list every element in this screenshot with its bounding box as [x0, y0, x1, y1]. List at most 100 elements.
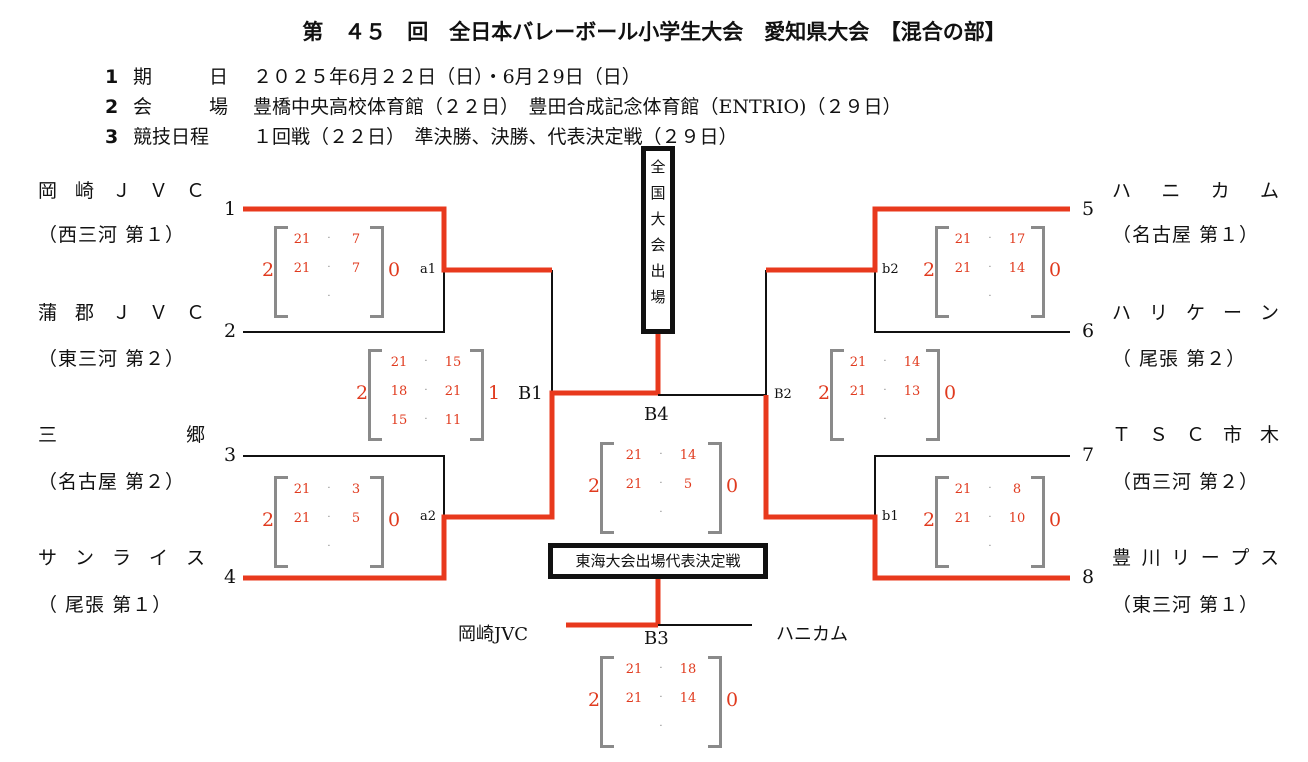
set-separator: · [988, 291, 992, 302]
set-separator: · [659, 663, 663, 674]
match-label-b2: b2 [882, 262, 899, 277]
set-score-right: 10 [1008, 511, 1026, 526]
page-title: 第 ４５ 回 全日本バレーボール小学生大会 愛知県大会 【混合の部】 [302, 20, 1006, 44]
set-score-left: 21 [625, 477, 643, 492]
sets-won-left: 2 [588, 475, 601, 497]
score-bracket-left [274, 226, 288, 318]
win-path-team1 [243, 206, 552, 273]
set-separator: · [659, 449, 663, 460]
team-name: 三郷 [38, 420, 206, 447]
set-separator: · [659, 692, 663, 703]
b3-right-team: ハニカム [776, 624, 848, 645]
match-label-B2: B2 [774, 387, 792, 402]
set-separator: · [327, 483, 331, 494]
score-bracket-right [1031, 226, 1045, 318]
set-score-right: 14 [679, 448, 697, 463]
team-3-name: 三郷 [38, 424, 206, 446]
sets-won-right: 1 [488, 382, 501, 404]
info-key: 期 日 [133, 66, 229, 88]
sets-won-left: 2 [923, 509, 936, 531]
set-separator: · [659, 721, 663, 732]
team-name: 豊川リープス [1112, 543, 1280, 570]
set-separator: · [883, 385, 887, 396]
team-region: （ 尾張 第１） [38, 594, 173, 616]
seed-6: 6 [1082, 320, 1095, 342]
set-score-left: 21 [625, 662, 643, 677]
set-score-left: 18 [390, 384, 408, 399]
win-path-team8 [763, 395, 1070, 581]
team-6-name: ハリケーン [1112, 302, 1280, 324]
score-bracket-right [708, 442, 722, 534]
line-team3 [243, 455, 445, 517]
seed-4: 4 [224, 566, 237, 588]
set-score-left: 21 [625, 448, 643, 463]
info-value: １回戦（２２日） 準決勝、決勝、代表決定戦（２９日） [253, 126, 738, 148]
seed-1: 1 [224, 198, 237, 220]
line-team7 [874, 455, 1070, 517]
set-score-right: 5 [683, 477, 693, 492]
score-bracket-left [274, 476, 288, 568]
seed-5: 5 [1082, 198, 1095, 220]
set-separator: · [424, 414, 428, 425]
team-region: （名古屋 第１） [1112, 224, 1260, 246]
team-name: サンライス [38, 543, 206, 570]
set-score-left: 21 [293, 261, 311, 276]
set-score-right: 5 [351, 511, 361, 526]
set-score-right: 7 [351, 261, 361, 276]
match-label-b1: b1 [882, 509, 899, 524]
set-score-left: 21 [390, 355, 408, 370]
set-score-left: 21 [625, 691, 643, 706]
team-8-name: 豊川リープス [1112, 547, 1280, 569]
match-label-a1: a1 [420, 262, 437, 277]
info-num: 2 [105, 96, 119, 118]
set-score-right: 14 [1008, 261, 1026, 276]
sets-won-left: 2 [262, 259, 275, 281]
set-separator: · [327, 233, 331, 244]
sets-won-left: 2 [356, 382, 369, 404]
match-label-B4: B4 [644, 404, 669, 425]
set-separator: · [988, 512, 992, 523]
set-separator: · [988, 233, 992, 244]
seed-7: 7 [1082, 444, 1095, 466]
score-bracket-left [830, 349, 844, 441]
set-separator: · [327, 541, 331, 552]
set-separator: · [327, 262, 331, 273]
match-label-a2: a2 [420, 509, 437, 524]
set-separator: · [659, 478, 663, 489]
set-separator: · [988, 541, 992, 552]
set-score-right: 17 [1008, 232, 1026, 247]
score-bracket-right [370, 476, 384, 568]
national-qualifier-label: 全国大会出場 [650, 158, 666, 306]
set-score-left: 21 [293, 232, 311, 247]
sets-won-left: 2 [262, 509, 275, 531]
sets-won-right: 0 [1049, 259, 1062, 281]
set-score-left: 21 [293, 482, 311, 497]
score-bracket-left [600, 656, 614, 748]
team-name: ハニカム [1112, 176, 1280, 203]
set-separator: · [988, 483, 992, 494]
sets-won-left: 2 [588, 689, 601, 711]
score-bracket-right [470, 349, 484, 441]
set-separator: · [988, 262, 992, 273]
set-score-left: 21 [954, 232, 972, 247]
seed-3: 3 [224, 444, 237, 466]
win-path-team5 [766, 206, 1070, 273]
team-region: （名古屋 第２） [38, 471, 186, 493]
win-path-team4 [243, 333, 661, 581]
score-bracket-left [600, 442, 614, 534]
team-region: （西三河 第２） [1112, 471, 1260, 493]
set-score-right: 18 [679, 662, 697, 677]
set-separator: · [883, 414, 887, 425]
team-5-name: ハニカム [1112, 180, 1280, 202]
set-score-right: 3 [351, 482, 361, 497]
national-qualifier-box: 全国大会出場 [641, 146, 675, 334]
sets-won-right: 0 [726, 475, 739, 497]
set-score-left: 21 [954, 511, 972, 526]
